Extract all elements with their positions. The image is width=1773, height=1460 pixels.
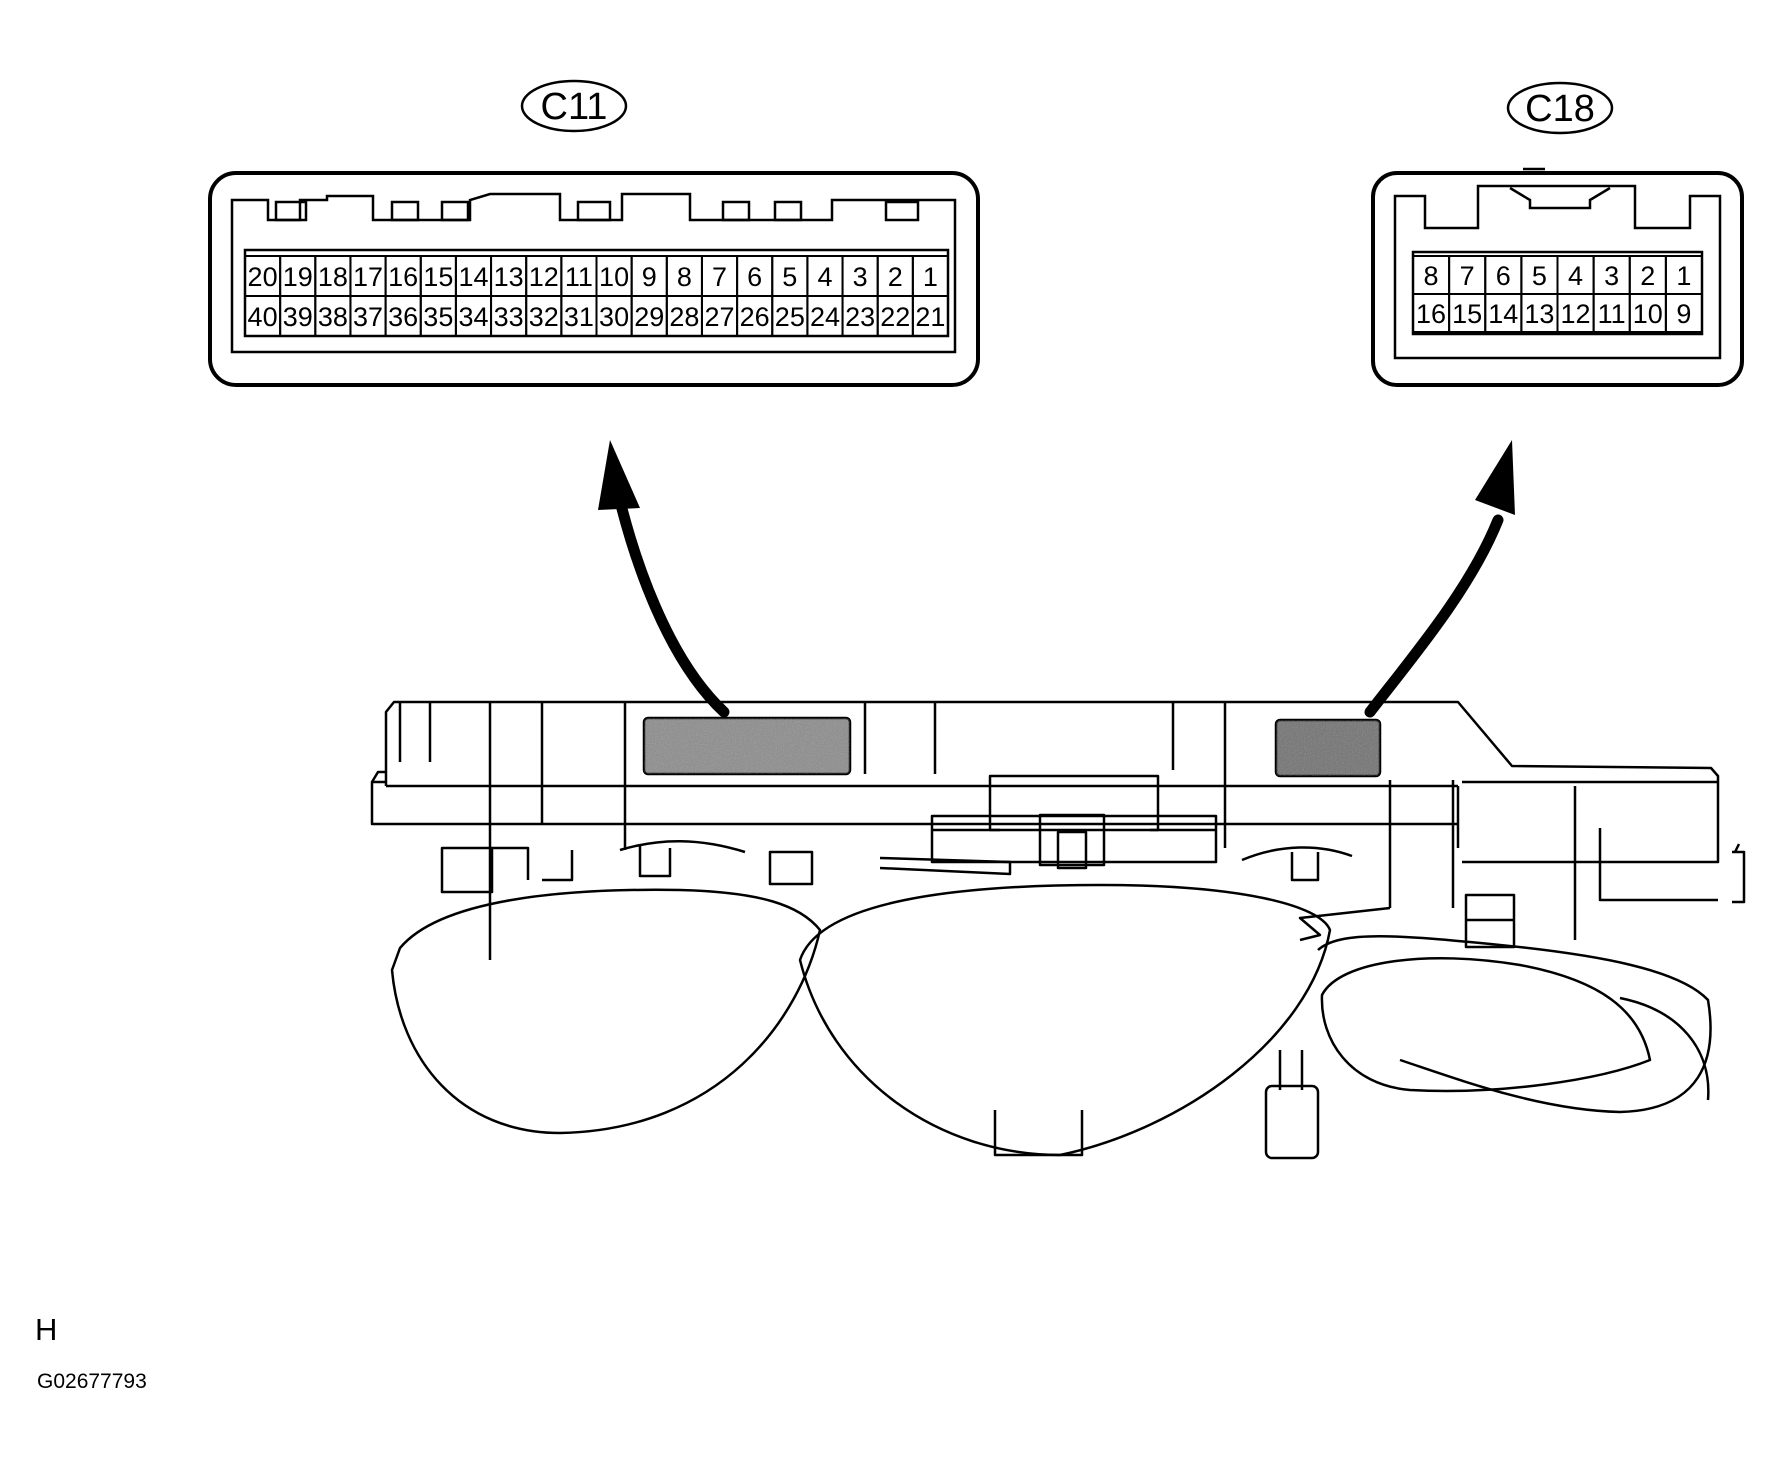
terminal-number: 7 <box>1460 261 1475 291</box>
terminal-number: 14 <box>1488 299 1518 329</box>
connector-c11-latch-slot <box>773 200 803 222</box>
terminal-number: 21 <box>915 302 945 332</box>
terminal-number: 28 <box>669 302 699 332</box>
terminal-number: 35 <box>423 302 453 332</box>
terminal-number: 40 <box>248 302 278 332</box>
terminal-number: 9 <box>642 262 657 292</box>
terminal-number: 7 <box>712 262 727 292</box>
connector-c18-housing <box>1371 171 1744 387</box>
terminal-number: 31 <box>564 302 594 332</box>
pointer-arrow-c18 <box>1364 440 1515 718</box>
connector-c18-label: C18 <box>1525 88 1595 130</box>
connector-c11-latch-slot <box>576 200 612 222</box>
connector-c11-latch-slot <box>440 200 470 222</box>
terminal-number: 2 <box>888 262 903 292</box>
terminal-number: 19 <box>283 262 313 292</box>
terminal-number: 1 <box>1676 261 1691 291</box>
terminal-number: 3 <box>1604 261 1619 291</box>
terminal-number: 36 <box>388 302 418 332</box>
terminal-number: 11 <box>1598 299 1626 329</box>
terminal-number: 8 <box>677 262 692 292</box>
terminal-number: 17 <box>353 262 383 292</box>
terminal-number: 4 <box>817 262 832 292</box>
terminal-number: 37 <box>353 302 383 332</box>
connector-c18-inner-outline <box>1393 184 1722 360</box>
terminal-number: 23 <box>845 302 875 332</box>
terminal-number: 13 <box>494 262 524 292</box>
left-gauge-dome <box>390 888 822 1135</box>
connector-c18-lock-tab <box>1509 167 1611 210</box>
terminal-number: 38 <box>318 302 348 332</box>
terminal-cell <box>1664 293 1703 333</box>
terminal-number: 30 <box>599 302 629 332</box>
combination-meter <box>370 700 1746 1160</box>
terminal-number: 33 <box>494 302 524 332</box>
connector-c11-label: C11 <box>541 86 608 128</box>
terminal-number: 15 <box>423 262 453 292</box>
connector-c11-housing <box>208 171 980 387</box>
terminal-number: 16 <box>388 262 418 292</box>
terminal-number: 39 <box>283 302 313 332</box>
meter-top-housing <box>384 700 1720 864</box>
terminal-number: 1 <box>923 262 938 292</box>
terminal-cell <box>911 295 949 337</box>
connector-c18-label-oval <box>1506 81 1614 135</box>
terminal-number: 24 <box>810 302 840 332</box>
connector-c11-label-oval <box>520 79 628 133</box>
terminal-number: 16 <box>1416 299 1446 329</box>
terminal-number: 15 <box>1452 299 1482 329</box>
terminal-number: 6 <box>747 262 762 292</box>
terminal-number: 5 <box>1532 261 1547 291</box>
pointer-arrow-c11 <box>598 440 730 718</box>
terminal-number: 34 <box>458 302 488 332</box>
right-gauge-dome <box>1317 935 1712 1114</box>
terminal-number: 12 <box>1561 299 1591 329</box>
terminal-number: 26 <box>740 302 770 332</box>
terminal-number: 20 <box>248 262 278 292</box>
terminal-number: 18 <box>318 262 348 292</box>
terminal-number: 8 <box>1424 261 1439 291</box>
terminal-number: 4 <box>1568 261 1583 291</box>
terminal-number: 10 <box>599 262 629 292</box>
center-gauge-dome <box>798 883 1332 1157</box>
terminal-number: 5 <box>782 262 797 292</box>
terminal-number: 9 <box>1676 299 1691 329</box>
terminal-number: 10 <box>1633 299 1663 329</box>
figure-code: G02677793 <box>37 1370 147 1393</box>
terminal-number: 13 <box>1524 299 1554 329</box>
terminal-number: 32 <box>529 302 559 332</box>
connector-c11-latch-slot <box>884 200 920 222</box>
terminal-number: 27 <box>705 302 735 332</box>
terminal-number: 12 <box>529 262 559 292</box>
terminal-number: 25 <box>775 302 805 332</box>
connector-c11-latch-slot <box>390 200 420 222</box>
connector-c11-inner-outline <box>230 192 957 354</box>
terminal-number: 6 <box>1496 261 1511 291</box>
terminal-number: 11 <box>565 262 593 292</box>
terminal-number: 22 <box>880 302 910 332</box>
terminal-number: 29 <box>634 302 664 332</box>
terminal-number: 3 <box>853 262 868 292</box>
connector-c11-latch-slot <box>721 200 751 222</box>
connector-c11-latch-slot <box>274 200 308 222</box>
figure-letter: H <box>35 1312 58 1347</box>
terminal-number: 2 <box>1640 261 1655 291</box>
terminal-number: 14 <box>458 262 488 292</box>
